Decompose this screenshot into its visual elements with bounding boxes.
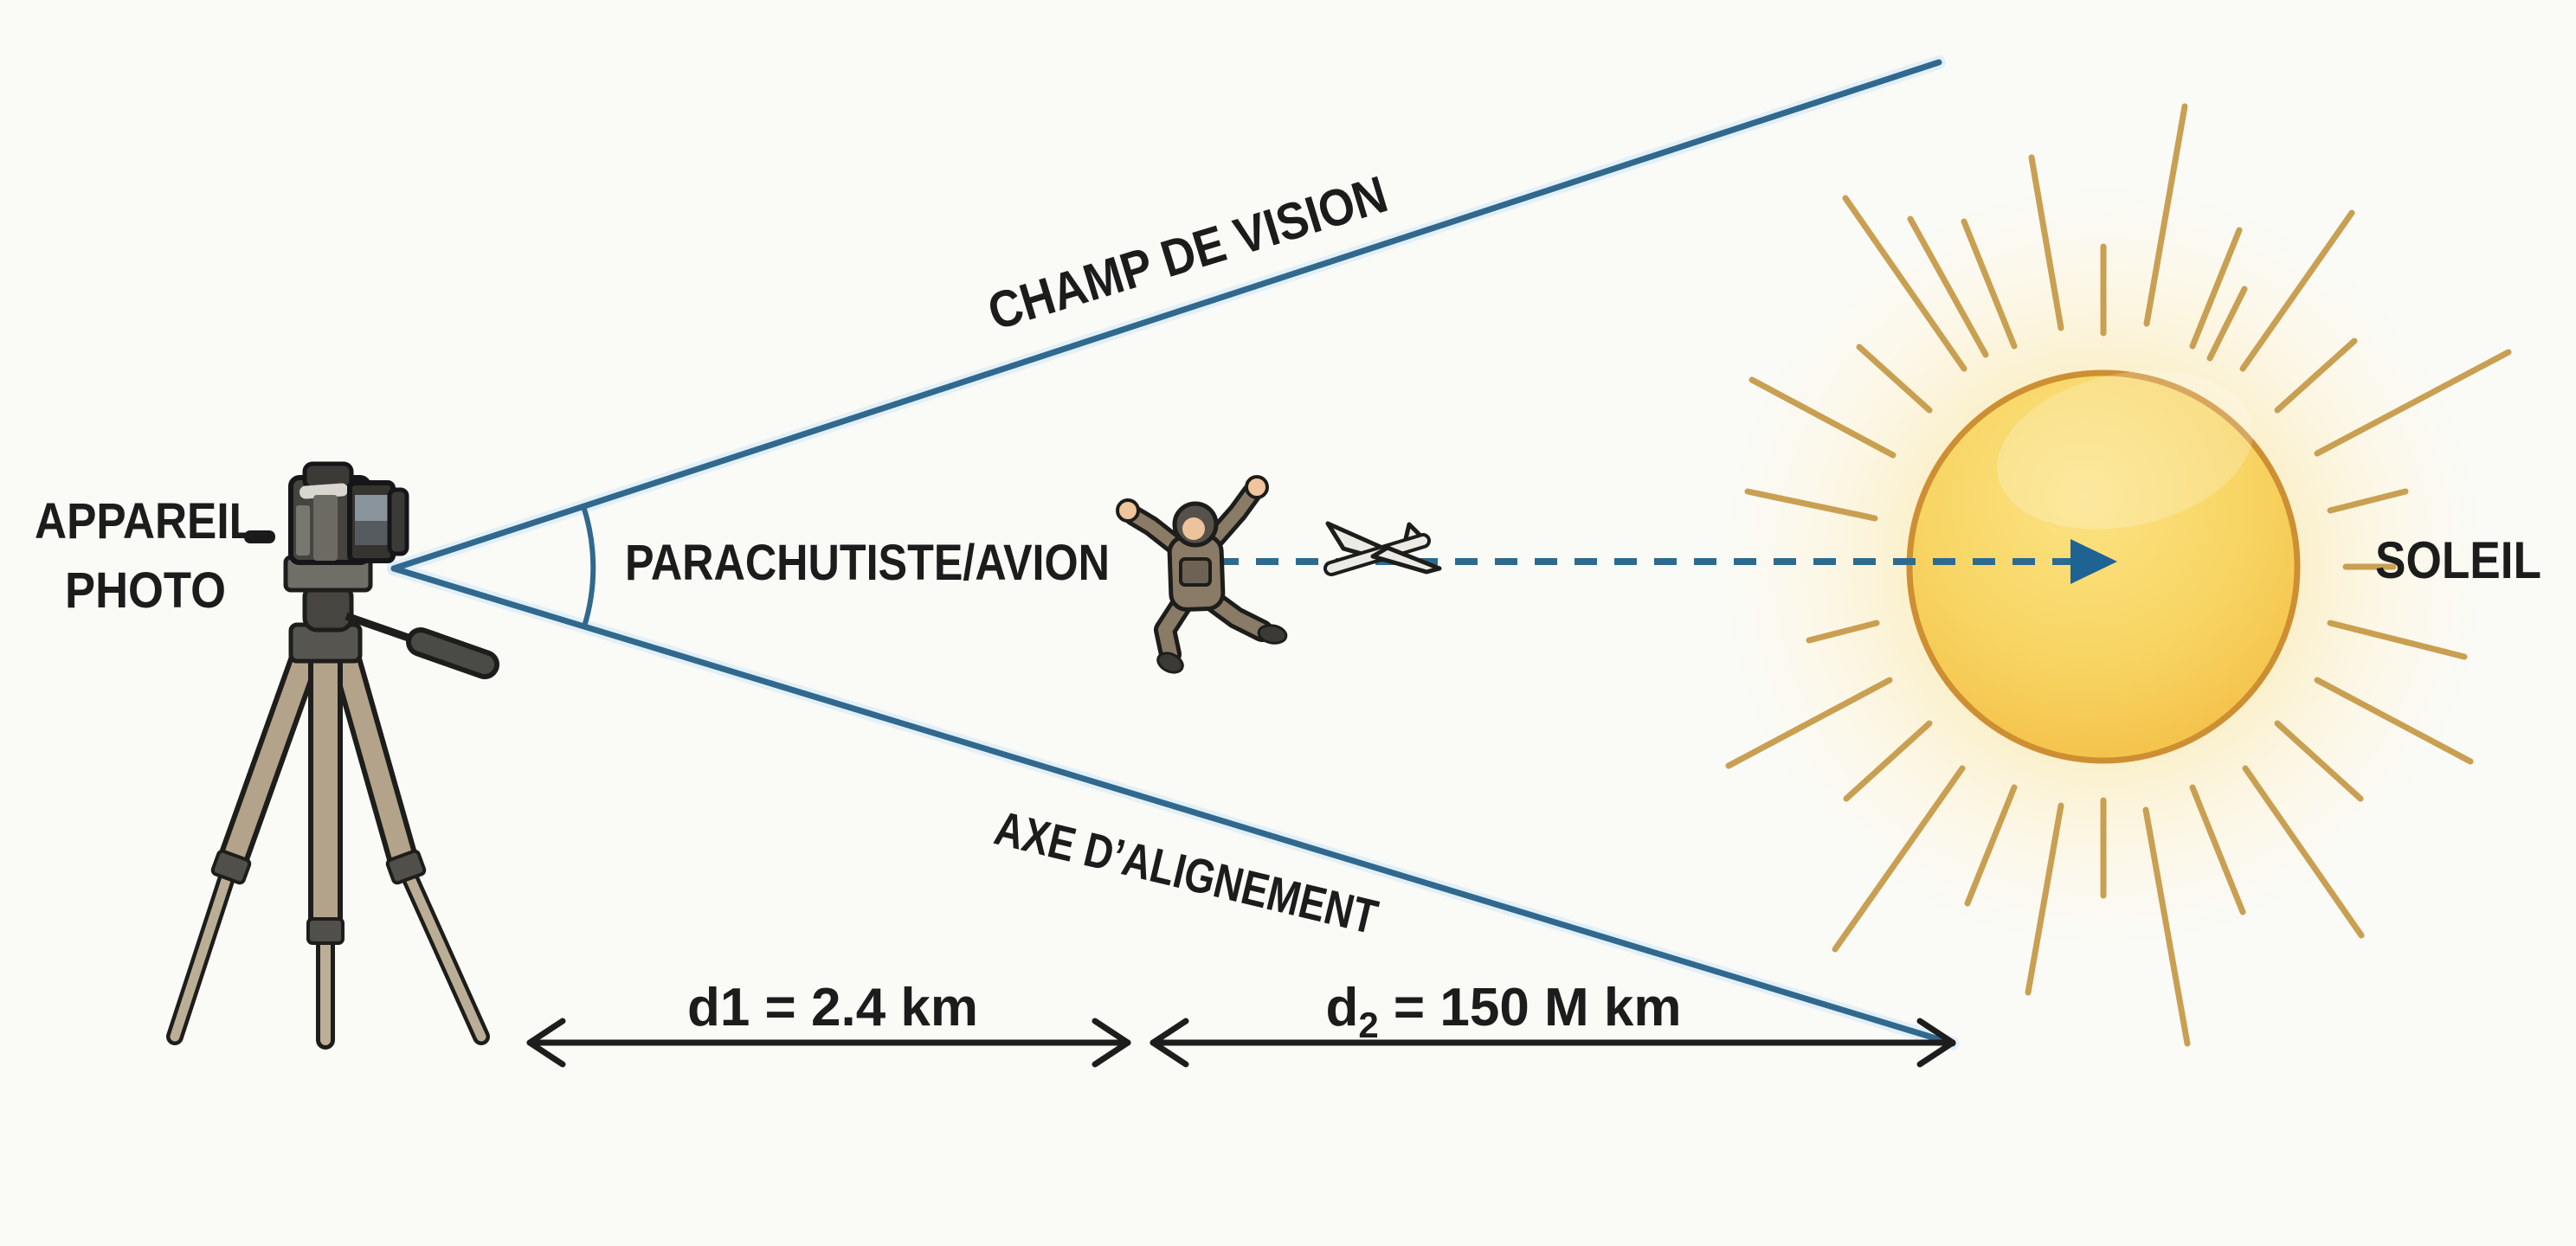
camera-lens-glass — [355, 495, 390, 521]
camera-top-highlight — [299, 483, 349, 499]
skydiver-left-boot — [1156, 652, 1184, 674]
camera-back-panel — [296, 505, 310, 556]
distance2-prefix: d — [1325, 978, 1358, 1037]
distance1-arrow — [526, 1018, 1131, 1068]
tripod-pan-handle — [345, 612, 499, 679]
field-of-view-upper-line — [390, 59, 1942, 572]
sight-line-arrowhead — [2070, 539, 2117, 584]
camera-lens-ring — [355, 521, 390, 545]
skydiver-face — [1182, 517, 1205, 540]
camera-strap-lug — [244, 530, 275, 543]
skydiver-right-hand — [1245, 475, 1269, 499]
camera-label-line1: APPAREIL — [35, 493, 256, 549]
distance2-subscript: 2 — [1358, 1005, 1378, 1045]
distance2-arrow — [1150, 1018, 1956, 1068]
skydiver-chest-pack — [1179, 557, 1212, 587]
distance2-rest: = 150 M km — [1379, 978, 1682, 1037]
sun-highlight — [1997, 370, 2253, 530]
sun-label: SOLEIL — [2375, 531, 2541, 589]
alignment-axis-line — [390, 565, 1956, 1047]
skydiver-left-hand — [1116, 498, 1140, 523]
skydiver-right-boot — [1257, 624, 1288, 645]
camera-label-line2: PHOTO — [65, 562, 226, 619]
distance1-label: d1 = 2.4 km — [687, 978, 978, 1037]
airplane-right-wing — [1370, 545, 1442, 575]
sight-line-arrow — [1216, 539, 2117, 584]
subject-label: PARACHUTISTE/AVION — [625, 535, 1110, 591]
field-of-view-lines — [387, 55, 1960, 1050]
camera-grip-band — [313, 495, 338, 561]
tripod-legs — [166, 633, 490, 1050]
camera-lens-front — [387, 487, 409, 556]
distance2-label: d2 = 150 M km — [1325, 978, 1681, 1045]
sun-rays — [1725, 103, 2512, 1047]
camera-tripod-icon — [166, 461, 499, 1050]
airplane-icon — [1323, 521, 1442, 576]
angle-arc — [581, 505, 596, 627]
skydiver-icon — [1116, 475, 1288, 674]
